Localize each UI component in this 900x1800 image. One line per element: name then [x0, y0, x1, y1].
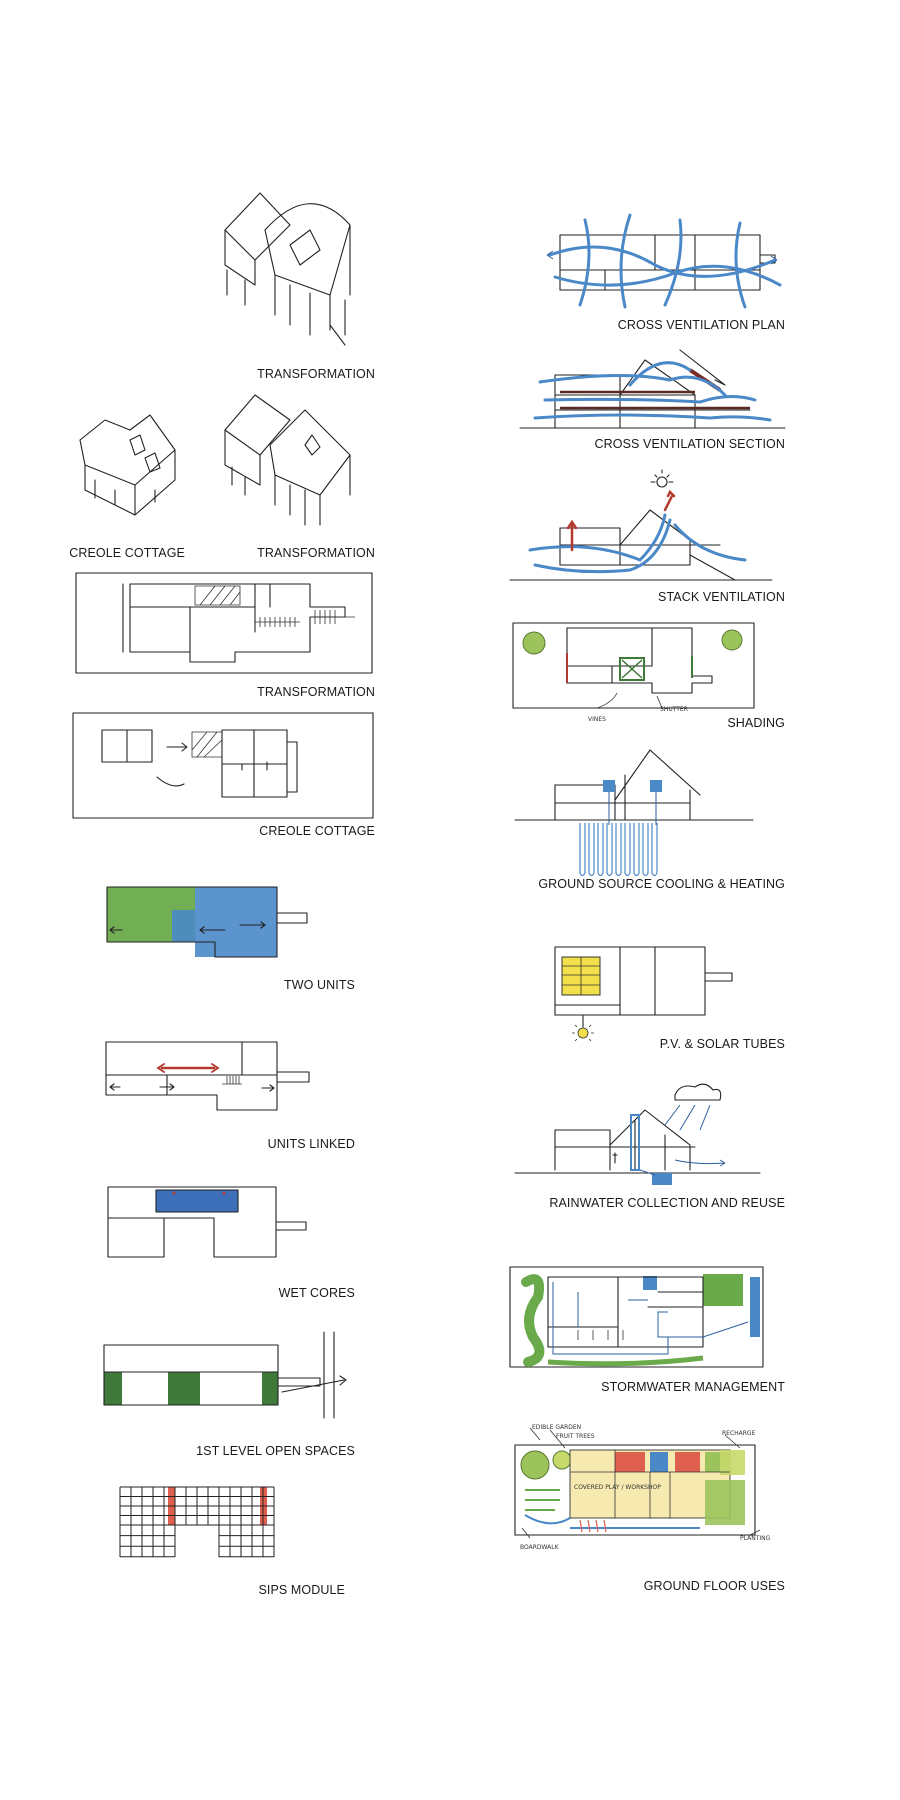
cross-vent-plan-sketch: [545, 213, 785, 310]
stack-ventilation-drawing: [509, 469, 773, 581]
caption-cross-vent-section: CROSS VENTILATION SECTION: [594, 437, 785, 451]
pv-solar-sketch: [550, 935, 745, 1045]
house-iso-drawing-2: [224, 394, 351, 526]
plan-drawing: [75, 572, 373, 674]
cottage-plan-drawing: [72, 712, 374, 819]
transformation-iso-sketch: [215, 185, 390, 355]
creole-cottage-iso-sketch: [75, 410, 185, 530]
transformation-iso-sketch-2: [220, 385, 370, 535]
ground-floor-drawing: [514, 1427, 761, 1539]
ground-source-drawing: [514, 749, 754, 877]
caption-transformation-2: TRANSFORMATION: [257, 546, 375, 560]
ground-source-sketch: [514, 745, 755, 880]
cross-vent-plan-drawing: [546, 213, 782, 309]
ground-loop: [615, 823, 622, 877]
caption-two-units: TWO UNITS: [283, 978, 355, 992]
shading-sketch: [512, 618, 757, 718]
caption-cross-vent-plan: CROSS VENTILATION PLAN: [617, 318, 785, 332]
gf-planting-note: PLANTING: [740, 1535, 771, 1542]
shading-vines-note: VINES: [588, 716, 606, 723]
units-linked-sketch: [102, 1040, 317, 1115]
ground-loop: [579, 823, 586, 877]
caption-shading: SHADING: [727, 716, 785, 730]
units-linked-drawing: [105, 1041, 310, 1111]
ground-loop: [606, 823, 613, 877]
stack-ventilation-sketch: [509, 469, 775, 590]
ground-loop: [651, 823, 658, 877]
open-spaces-sketch: [102, 1330, 352, 1420]
shading-drawing: [512, 622, 755, 709]
sips-grid-drawing: [119, 1486, 275, 1558]
gf-boardwalk-note: BOARDWALK: [520, 1544, 559, 1551]
two-units-drawing: [106, 886, 308, 958]
stormwater-drawing: [509, 1266, 764, 1368]
gf-edible-garden-note: EDIBLE GARDEN: [532, 1424, 582, 1431]
two-units-sketch: [100, 885, 315, 960]
caption-ground-floor: GROUND FLOOR USES: [643, 1579, 785, 1593]
ground-loop: [624, 823, 631, 877]
ground-loop: [597, 823, 604, 877]
pv-solar-drawing: [554, 946, 733, 1042]
ground-loop: [588, 823, 595, 877]
caption-ground-source: GROUND SOURCE COOLING & HEATING: [538, 877, 785, 891]
wet-cores-drawing: [107, 1186, 307, 1258]
caption-open-spaces: 1ST LEVEL OPEN SPACES: [196, 1444, 355, 1458]
house-iso-drawing: [224, 192, 351, 346]
caption-transformation-3: TRANSFORMATION: [257, 685, 375, 699]
caption-sips-module: SIPS MODULE: [258, 1583, 345, 1597]
cottage-iso-drawing: [79, 414, 176, 516]
ground-loop: [633, 823, 640, 877]
gf-recharge-note: RECHARGE: [722, 1430, 756, 1437]
cross-vent-section-sketch: [519, 340, 790, 435]
rainwater-drawing: [514, 1083, 761, 1185]
shading-shutter-note: SHUTTER: [660, 706, 688, 713]
gf-fruit-trees-note: FRUIT TREES: [556, 1433, 595, 1440]
cross-vent-section-drawing: [519, 349, 786, 429]
caption-units-linked: UNITS LINKED: [267, 1137, 355, 1151]
ground-loop: [642, 823, 649, 877]
transformation-plan-sketch: [75, 572, 375, 677]
caption-pv-solar: P.V. & SOLAR TUBES: [659, 1037, 785, 1051]
rainwater-sketch: [514, 1075, 765, 1190]
gf-covered-play-note: COVERED PLAY / WORKSHOP: [574, 1484, 661, 1491]
open-spaces-drawing: [103, 1331, 347, 1419]
caption-transformation-1: TRANSFORMATION: [257, 367, 375, 381]
stormwater-sketch: [508, 1262, 768, 1377]
creole-cottage-plan-sketch: [72, 712, 377, 822]
caption-stack-ventilation: STACK VENTILATION: [658, 590, 785, 604]
caption-creole-cottage-1: CREOLE COTTAGE: [69, 546, 185, 560]
caption-stormwater: STORMWATER MANAGEMENT: [601, 1380, 785, 1394]
wet-cores-sketch: [104, 1185, 319, 1265]
sips-module-sketch: [118, 1485, 283, 1560]
ground-floor-sketch: [510, 1420, 775, 1550]
caption-wet-cores: WET CORES: [278, 1286, 355, 1300]
caption-creole-cottage-2: CREOLE COTTAGE: [259, 824, 375, 838]
caption-rainwater: RAINWATER COLLECTION AND REUSE: [549, 1196, 785, 1210]
